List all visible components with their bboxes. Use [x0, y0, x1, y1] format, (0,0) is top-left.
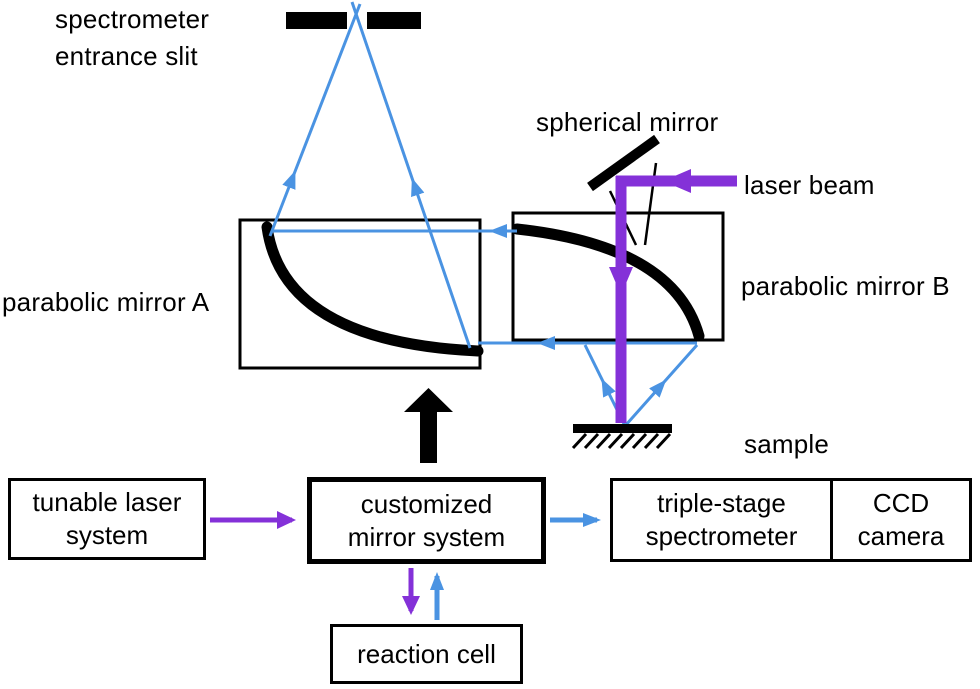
- detection-box-group: triple-stage spectrometer CCD camera: [610, 478, 972, 562]
- light-beam-sample-right: [623, 344, 699, 427]
- label-sample: sample: [744, 429, 830, 459]
- customized-mirror-system-box: customized mirror system: [307, 477, 546, 564]
- label-parabolic-mirror-b: parabolic mirror B: [741, 271, 950, 301]
- parabolic-mirror-a-surface: [261, 221, 484, 357]
- reaction-cell-box: reaction cell: [330, 624, 523, 684]
- customized-mirror-system-label: customized mirror system: [347, 488, 506, 552]
- entrance-slit-right-blade: [367, 12, 421, 29]
- label-parabolic-mirror-a: parabolic mirror A: [2, 287, 210, 317]
- label-spherical-mirror: spherical mirror: [536, 107, 719, 137]
- light-beam-to-slit-left: [268, 3, 362, 237]
- reaction-cell-label: reaction cell: [357, 638, 496, 669]
- label-laser-beam: laser beam: [744, 170, 875, 200]
- bold-up-arrow: [404, 388, 453, 463]
- sample-hatching: [571, 432, 672, 450]
- box-divider: [830, 481, 833, 559]
- entrance-slit-left-blade: [286, 12, 347, 29]
- tunable-laser-system-label: tunable laser system: [32, 487, 182, 550]
- spherical-mirror-bar: [587, 134, 660, 192]
- label-entrance-slit: spectrometer entrance slit: [55, 4, 210, 71]
- triple-stage-spectrometer-label: triple-stage spectrometer: [645, 488, 798, 551]
- ccd-camera-box: CCD camera: [833, 481, 969, 559]
- light-beam-to-slit-right: [350, 1, 472, 349]
- ccd-camera-label: CCD camera: [857, 488, 945, 551]
- tunable-laser-system-box: tunable laser system: [8, 478, 206, 560]
- sample-surface: [573, 424, 672, 433]
- triple-stage-spectrometer-box: triple-stage spectrometer: [613, 481, 830, 559]
- parabolic-mirror-b-surface: [511, 223, 705, 342]
